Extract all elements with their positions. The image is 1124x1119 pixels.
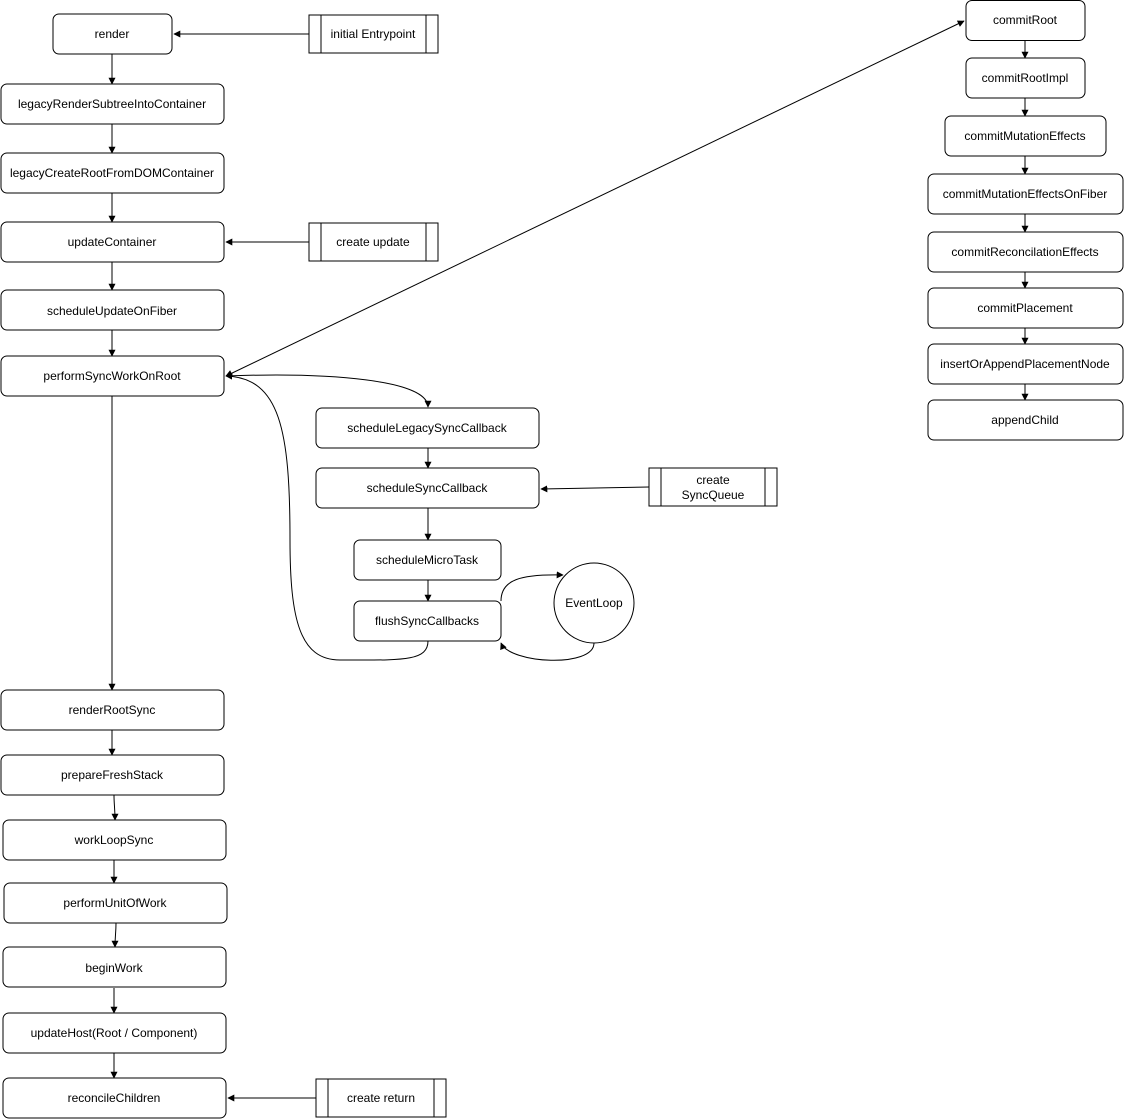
node-schedule-legacy-sync-callback-label: scheduleLegacySyncCallback bbox=[347, 421, 507, 435]
node-insert-or-append-placement-node: insertOrAppendPlacementNode bbox=[927, 343, 1124, 385]
node-append-child-label: appendChild bbox=[991, 413, 1058, 427]
node-render: render bbox=[52, 13, 173, 55]
node-commit-mutation-effects: commitMutationEffects bbox=[944, 115, 1107, 157]
node-initial-entrypoint-label: initial Entrypoint bbox=[331, 27, 416, 41]
node-render-label: render bbox=[95, 27, 130, 41]
node-prepare-fresh-stack: prepareFreshStack bbox=[0, 754, 225, 796]
node-commit-placement-label: commitPlacement bbox=[977, 301, 1073, 315]
node-update-host: updateHost(Root / Component) bbox=[2, 1012, 227, 1054]
node-begin-work-label: beginWork bbox=[85, 961, 143, 975]
node-schedule-update-on-fiber: scheduleUpdateOnFiber bbox=[0, 289, 225, 331]
node-update-host-label: updateHost(Root / Component) bbox=[31, 1026, 198, 1040]
node-create-return-label: create return bbox=[347, 1091, 415, 1105]
node-commit-mutation-effects-label: commitMutationEffects bbox=[964, 129, 1085, 143]
node-create-sync-queue-label-2: SyncQueue bbox=[682, 488, 745, 502]
node-create-sync-queue: create SyncQueue bbox=[648, 467, 778, 507]
node-reconcile-children-label: reconcileChildren bbox=[68, 1091, 161, 1105]
node-work-loop-sync: workLoopSync bbox=[2, 819, 227, 861]
edge-perform-unit-to-begin-work bbox=[111, 922, 119, 948]
node-reconcile-children: reconcileChildren bbox=[2, 1077, 227, 1119]
node-event-loop: EventLoop bbox=[553, 562, 635, 644]
node-commit-mutation-effects-on-fiber: commitMutationEffectsOnFiber bbox=[927, 173, 1124, 215]
node-commit-root-impl-label: commitRootImpl bbox=[982, 71, 1069, 85]
edge-perform-sync-commit-root bbox=[225, 20, 965, 377]
node-prepare-fresh-stack-label: prepareFreshStack bbox=[61, 768, 164, 782]
node-work-loop-sync-label: workLoopSync bbox=[74, 833, 154, 847]
node-create-update-label: create update bbox=[336, 235, 410, 249]
edge-flush-sync-to-event-loop bbox=[500, 571, 564, 602]
node-begin-work: beginWork bbox=[2, 946, 227, 988]
node-update-container-label: updateContainer bbox=[68, 235, 157, 249]
edge-create-syncqueue-to-schedule-sync bbox=[540, 485, 650, 493]
node-legacy-render-subtree-label: legacyRenderSubtreeIntoContainer bbox=[18, 97, 206, 111]
node-perform-unit-of-work: performUnitOfWork bbox=[3, 882, 228, 924]
edge-event-loop-to-flush-sync bbox=[500, 642, 595, 661]
node-legacy-render-subtree: legacyRenderSubtreeIntoContainer bbox=[0, 83, 225, 125]
node-commit-root-impl: commitRootImpl bbox=[965, 57, 1086, 99]
node-initial-entrypoint: initial Entrypoint bbox=[308, 14, 439, 54]
node-append-child: appendChild bbox=[927, 399, 1124, 441]
node-flush-sync-callbacks: flushSyncCallbacks bbox=[353, 600, 502, 642]
node-schedule-sync-callback: scheduleSyncCallback bbox=[315, 467, 540, 509]
node-create-update: create update bbox=[308, 222, 439, 262]
node-perform-sync-work-on-root-label: performSyncWorkOnRoot bbox=[43, 369, 181, 383]
node-render-root-sync: renderRootSync bbox=[0, 689, 225, 731]
node-render-root-sync-label: renderRootSync bbox=[69, 703, 156, 717]
node-perform-unit-of-work-label: performUnitOfWork bbox=[63, 896, 167, 910]
node-legacy-create-root-label: legacyCreateRootFromDOMContainer bbox=[10, 166, 214, 180]
node-schedule-legacy-sync-callback: scheduleLegacySyncCallback bbox=[315, 407, 540, 449]
node-insert-or-append-placement-node-label: insertOrAppendPlacementNode bbox=[940, 357, 1110, 371]
edges bbox=[108, 20, 1029, 1102]
node-schedule-update-on-fiber-label: scheduleUpdateOnFiber bbox=[47, 304, 177, 318]
node-commit-placement: commitPlacement bbox=[927, 287, 1124, 329]
edge-perform-sync-to-schedule-legacy bbox=[225, 374, 432, 408]
node-commit-root: commitRoot bbox=[965, 0, 1086, 41]
edge-prepare-fresh-to-work-loop bbox=[111, 794, 119, 821]
node-create-sync-queue-label-1: create bbox=[696, 473, 730, 487]
node-commit-reconcilation-effects: commitReconcilationEffects bbox=[927, 231, 1124, 273]
edge-flush-sync-to-perform-sync bbox=[225, 372, 429, 661]
node-create-return: create return bbox=[315, 1078, 447, 1118]
node-commit-root-label: commitRoot bbox=[993, 13, 1058, 27]
node-legacy-create-root: legacyCreateRootFromDOMContainer bbox=[0, 152, 225, 194]
node-commit-reconcilation-effects-label: commitReconcilationEffects bbox=[951, 245, 1098, 259]
node-perform-sync-work-on-root: performSyncWorkOnRoot bbox=[0, 355, 225, 397]
node-schedule-micro-task: scheduleMicroTask bbox=[353, 539, 502, 581]
node-schedule-micro-task-label: scheduleMicroTask bbox=[376, 553, 479, 567]
node-commit-mutation-effects-on-fiber-label: commitMutationEffectsOnFiber bbox=[943, 187, 1108, 201]
node-flush-sync-callbacks-label: flushSyncCallbacks bbox=[375, 614, 479, 628]
node-event-loop-label: EventLoop bbox=[565, 596, 623, 610]
node-update-container: updateContainer bbox=[0, 221, 225, 263]
node-schedule-sync-callback-label: scheduleSyncCallback bbox=[367, 481, 489, 495]
